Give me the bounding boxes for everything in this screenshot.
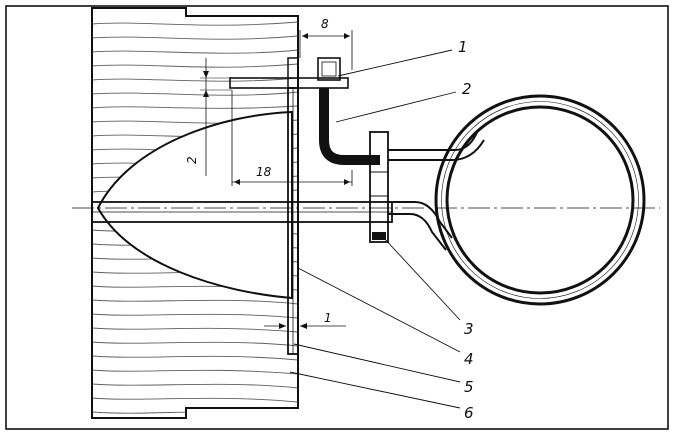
dimension-label-plate-gap: 1: [324, 311, 332, 325]
resonator-ring: [434, 94, 646, 306]
dimension-label-vertical-gap: 2: [185, 156, 199, 164]
wood-block: [91, 7, 299, 419]
upper-connector-b: [388, 139, 485, 161]
bent-tube-centre: [323, 88, 380, 161]
flange: [369, 131, 389, 243]
lower-connector-b: [388, 213, 447, 251]
axial-tube: [91, 201, 393, 223]
dimension-top-width: [299, 30, 353, 70]
leader-3: [381, 235, 461, 321]
nozzle-block: [317, 57, 341, 81]
dimension-label-top-width: 8: [321, 17, 329, 31]
dimension-plate-gap: [264, 323, 346, 329]
callout-3: 3: [464, 320, 474, 338]
callout-4: 4: [464, 350, 474, 368]
callout-5: 5: [464, 378, 474, 396]
leader-1: [337, 49, 453, 77]
leader-4: [297, 267, 461, 353]
bent-tube-outer: [319, 88, 380, 165]
dimension-horizontal-depth: [231, 90, 353, 186]
dimension-vertical-gap: [200, 58, 232, 176]
leader-5: [293, 343, 461, 383]
plate-top: [287, 57, 299, 89]
callout-2: 2: [462, 80, 472, 98]
flange-bolt: [372, 232, 386, 240]
callout-1: 1: [458, 38, 468, 56]
leader-2: [335, 91, 457, 123]
bent-tube-inner: [321, 88, 380, 163]
upper-connector-a: [388, 129, 479, 151]
drawing-frame: [5, 5, 669, 430]
parabolic-cavity: [96, 110, 293, 300]
lower-connector-a: [388, 201, 453, 239]
callout-6: 6: [464, 404, 474, 422]
dimension-label-horizontal-depth: 18: [256, 165, 272, 179]
upper-tube: [229, 77, 349, 89]
leader-6: [289, 371, 461, 409]
